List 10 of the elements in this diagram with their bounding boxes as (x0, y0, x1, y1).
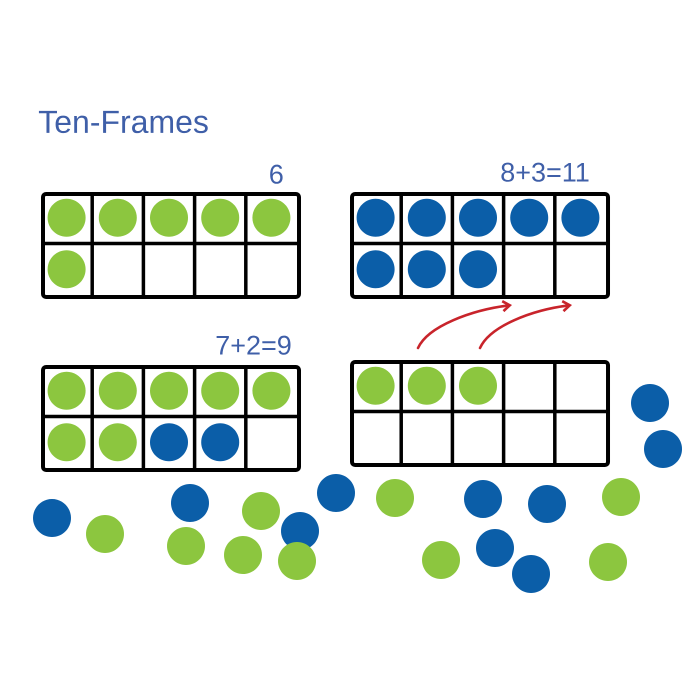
title: Ten-Frames (38, 110, 208, 134)
ten-frame (41, 192, 301, 299)
arrow (416, 300, 512, 350)
number-sentence: 8+3=11 (501, 162, 588, 182)
number-sentence: 7+2=9 (216, 336, 291, 355)
arrow (478, 300, 572, 350)
ten-frame (350, 192, 610, 299)
number-sentence: 6 (270, 164, 283, 184)
ten-frame (41, 365, 301, 472)
ten-frame (350, 360, 610, 467)
